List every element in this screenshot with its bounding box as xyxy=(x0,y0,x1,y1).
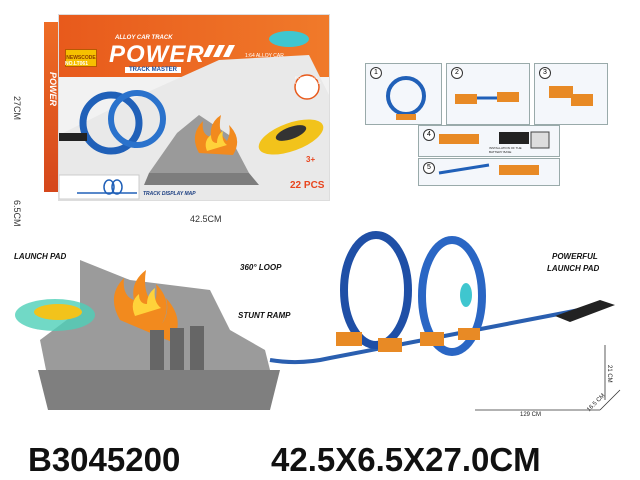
track-illustration xyxy=(15,231,621,411)
product-code: B3045200 xyxy=(28,441,181,478)
flame-graphic xyxy=(113,270,178,342)
step-2: 2 xyxy=(446,63,530,125)
label-powerful-launch-pad: LAUNCH PAD xyxy=(547,264,600,273)
step-3-illustration xyxy=(549,86,593,106)
box-side-panel xyxy=(44,22,58,192)
box-subtitle: ALLOY CAR TRACK xyxy=(115,35,173,41)
track-height: 21 CM xyxy=(606,365,612,383)
box-tag: TRACK MASTER xyxy=(125,67,181,73)
launcher-tubes xyxy=(150,326,204,370)
step-number: 4 xyxy=(423,129,435,141)
brand-logo: NEWSCODE xyxy=(65,49,97,67)
track-stands xyxy=(336,328,480,352)
track-length: 129 CM xyxy=(520,412,542,418)
launch-label: POWERFUL LAUNCH PAD xyxy=(295,75,321,85)
step-1-illustration xyxy=(386,76,426,120)
age-badge: 3+ xyxy=(306,155,316,164)
label-loop: 360° LOOP xyxy=(240,263,282,272)
step-4: 4 INSTALLATION OF THE BATTERY BASE xyxy=(418,125,560,157)
label-launch-pad: LAUNCH PAD xyxy=(14,252,67,261)
box-front: NEWSCODE NO.LT061 ALLOY CAR TRACK POWER … xyxy=(58,14,330,201)
step-4-illustration xyxy=(439,131,550,149)
box-artwork xyxy=(59,31,329,200)
dim-width: 42.5CM xyxy=(190,214,222,224)
step-1: 1 xyxy=(365,63,442,125)
car-scale-label: 1:64 ALLOY CAR xyxy=(245,53,284,59)
item-number: NO.LT061 xyxy=(65,61,88,67)
label-powerful: POWERFUL xyxy=(552,252,598,261)
step-number: 1 xyxy=(370,67,382,79)
package-size: 42.5X6.5X27.0CM xyxy=(271,441,541,478)
step-5-illustration xyxy=(438,163,539,175)
step-4-note: INSTALLATION OF THE BATTERY BASE xyxy=(489,146,522,154)
pieces-count: 22 PCS xyxy=(290,180,325,191)
step-number: 2 xyxy=(451,67,463,79)
step-5: 5 xyxy=(418,158,560,186)
step-2-illustration xyxy=(455,92,519,104)
step-number: 5 xyxy=(423,162,435,174)
box-title: POWER xyxy=(109,41,205,68)
map-label: TRACK DISPLAY MAP xyxy=(143,191,196,197)
box-side-title: POWER xyxy=(46,72,58,152)
step-3: 3 xyxy=(534,63,608,125)
step-number: 3 xyxy=(539,67,551,79)
dim-height-text: 27CM xyxy=(12,96,22,121)
label-stunt-ramp: STUNT RAMP xyxy=(238,311,291,320)
box-side-text: POWER xyxy=(48,72,58,107)
